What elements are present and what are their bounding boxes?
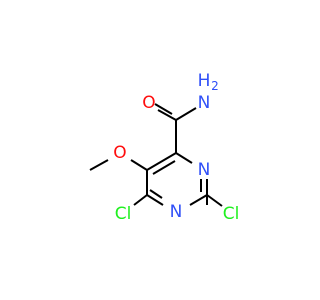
bond-n1-c6-2: [149, 189, 163, 199]
atom-amide-oxygen: O: [142, 93, 155, 113]
bond-n1-c6-1: [146, 194, 164, 206]
bond-carbonyl-o-1: [157, 109, 177, 121]
structure-canvas: O N H 2 O N N Cl Cl: [89, 71, 239, 224]
bond-c5-c4-2: [152, 160, 176, 175]
atom-chlorine-left: Cl: [115, 204, 132, 224]
atom-chlorine-right: Cl: [223, 204, 240, 224]
bond-c4-n3: [175, 152, 193, 164]
bond-c2-cl-b: [206, 194, 223, 207]
atom-ring-nitrogen-bottom: N: [170, 202, 183, 222]
bond-c2-n1: [189, 194, 208, 206]
atom-amide-nitrogen: N: [198, 93, 211, 113]
atom-amide-hydrogen-count: 2: [211, 79, 219, 93]
atom-labels: O N H 2 O N N Cl Cl: [113, 71, 239, 224]
atom-amide-hydrogen: H: [198, 71, 211, 91]
molecule-diagram: O N H 2 O N N Cl Cl: [89, 71, 239, 224]
atom-ether-oxygen: O: [113, 143, 126, 163]
bond-c5-c4-1: [146, 152, 177, 171]
bond-c6-cl: [133, 194, 148, 206]
bond-oether-methyl: [89, 159, 109, 171]
bonds: [89, 103, 223, 207]
bond-c5-oether: [130, 159, 148, 171]
bond-carbonyl-n: [175, 107, 197, 121]
atom-ring-nitrogen-top: N: [198, 160, 211, 180]
bond-carbonyl-o-2: [154, 103, 173, 115]
